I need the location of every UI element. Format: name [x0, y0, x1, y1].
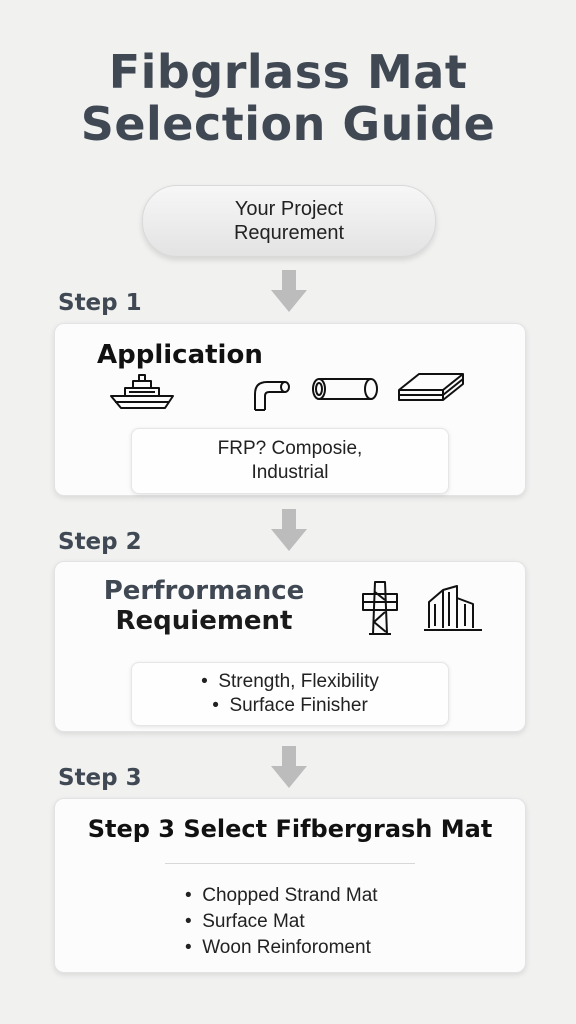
- down-arrow-icon: [267, 509, 311, 553]
- mat-type-text: Woon Reinforoment: [202, 937, 371, 958]
- performance-bullet: • Strength, Flexibility: [201, 671, 379, 692]
- step-3-card: Step 3 Select Fifbergrash Mat • Chopped …: [54, 798, 526, 973]
- mat-type-item: • Surface Mat: [185, 911, 305, 932]
- panel-sheet-icon: [397, 370, 465, 406]
- performance-bullet-text: Strength, Flexibility: [218, 671, 379, 692]
- divider: [165, 863, 415, 864]
- select-mat-heading: Step 3 Select Fifbergrash Mat: [87, 815, 493, 843]
- tower-icon: [357, 578, 403, 636]
- performance-heading: Perfrormance Requiement: [99, 576, 309, 636]
- down-arrow-icon: [267, 270, 311, 314]
- page-title-line2: Selection Guide: [80, 97, 496, 151]
- application-detail-box: FRP? Composie, Industrial: [131, 428, 449, 494]
- application-detail-line1: FRP? Composie,: [217, 438, 363, 459]
- mat-type-text: Chopped Strand Mat: [202, 885, 378, 906]
- step-1-card: Application: [54, 323, 526, 496]
- pipe-elbow-icon: [251, 374, 291, 412]
- project-requirement-line1: Your Project: [234, 198, 344, 220]
- down-arrow-icon: [267, 746, 311, 790]
- mat-type-list: • Chopped Strand Mat • Surface Mat • Woo…: [185, 883, 378, 961]
- step-2-card: Perfrormance Requiement • Streng: [54, 561, 526, 732]
- mat-type-text: Surface Mat: [202, 911, 305, 932]
- boat-icon: [109, 372, 175, 410]
- step-2-label: Step 2: [58, 529, 142, 555]
- performance-heading-line2: Requiement: [115, 606, 293, 636]
- performance-bullet-text: Surface Finisher: [229, 695, 368, 716]
- mat-type-item: • Chopped Strand Mat: [185, 885, 378, 906]
- page-title-line1: Fibgrlass Mat: [108, 45, 468, 99]
- pipe-icon: [311, 376, 379, 402]
- mat-type-item: • Woon Reinforoment: [185, 937, 371, 958]
- performance-heading-line1: Perfrormance: [103, 576, 305, 606]
- step-1-label: Step 1: [58, 290, 142, 316]
- building-icon: [423, 582, 483, 634]
- project-requirement-node: Your Project Requrement: [142, 185, 436, 257]
- project-requirement-line2: Requrement: [233, 222, 345, 244]
- application-detail-line2: Industrial: [251, 462, 329, 483]
- step-3-label: Step 3: [58, 765, 142, 791]
- performance-detail-box: • Strength, Flexibility • Surface Finish…: [131, 662, 449, 726]
- application-heading: Application: [97, 340, 263, 370]
- performance-bullet: • Surface Finisher: [212, 695, 368, 716]
